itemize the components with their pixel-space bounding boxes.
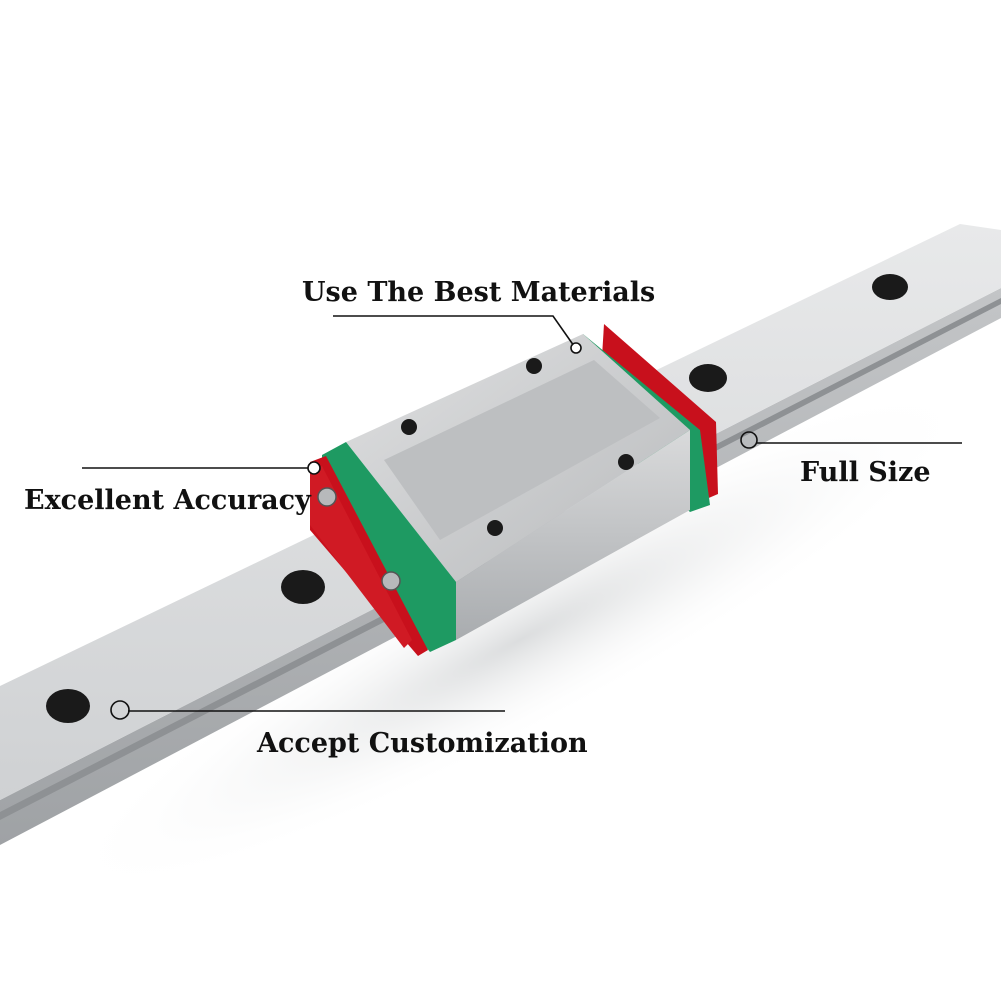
callout-leaders [82,315,962,720]
callout-materials: Use The Best Materials [302,277,656,308]
callout-full-size: Full Size [800,457,931,488]
rail-hole [872,274,908,300]
block-hole [618,454,634,470]
callout-accuracy: Excellent Accuracy [24,485,311,516]
leader-materials [333,315,575,347]
block-hole [526,358,542,374]
rail-hole [281,570,325,604]
leader-marker [570,342,582,354]
front-end-cap-face [310,466,412,648]
block-top-panel [384,360,660,540]
front-seal [322,442,456,652]
screw-icon [317,487,337,507]
leader-marker [740,431,758,449]
screw-icon [381,571,401,591]
rail-shadow [58,383,982,897]
block-hole [401,419,417,435]
block-hole [487,520,503,536]
rail-hole [46,689,90,723]
rail-hole [689,364,727,392]
rail-mounting-holes [46,274,908,723]
callout-customization: Accept Customization [257,728,588,759]
carriage-block [310,324,718,656]
block-front-face [456,430,690,640]
leader-marker [110,700,130,720]
leader-marker [307,461,321,475]
